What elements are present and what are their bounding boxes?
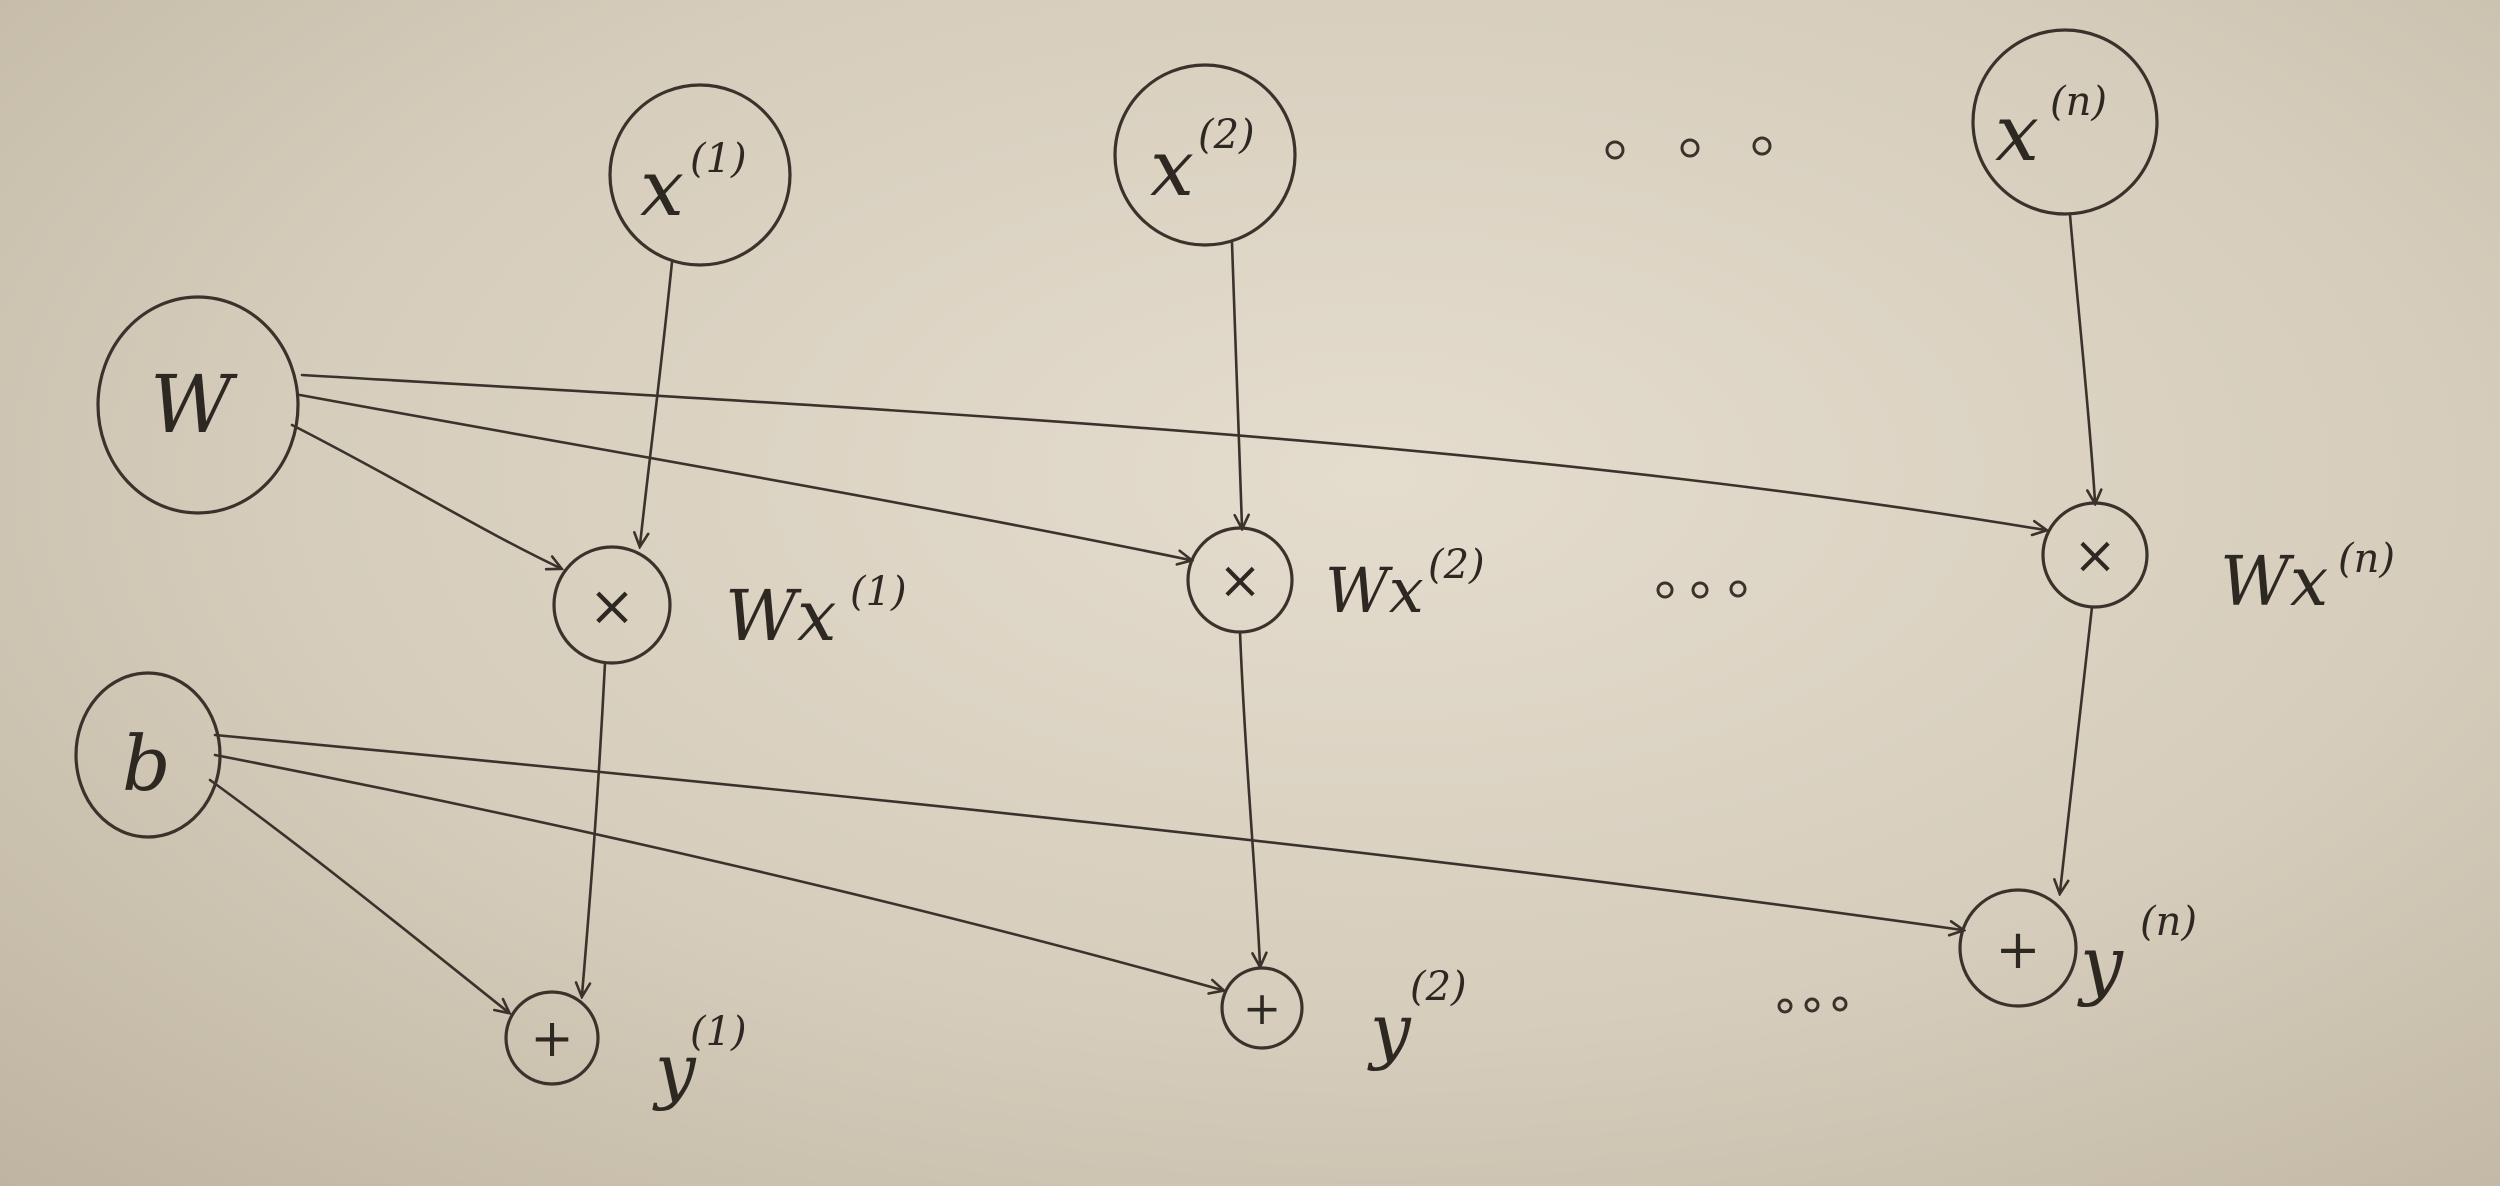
add-node-n: + <box>1958 888 2078 1008</box>
product-label-n: Wx (n) <box>2220 536 2395 622</box>
multiply-node-n: × <box>2041 501 2149 609</box>
output-label-n-index: (n) <box>2140 899 2197 945</box>
input-node-xn: x (n) <box>1971 28 2159 216</box>
bottom-ellipsis <box>1777 996 1848 1014</box>
add-node-1: + <box>504 990 600 1086</box>
input-node-x1-circle <box>608 83 792 267</box>
input-node-xn-circle <box>1971 28 2159 216</box>
edge-b-to-add-n <box>213 733 1962 930</box>
edge-b-to-add-1 <box>208 778 508 1012</box>
multiply-node-2-symbol: × <box>1218 551 1262 611</box>
edge-x2-to-multiply-2 <box>1230 241 1242 527</box>
edge-multiply-2-to-add-2 <box>1238 630 1260 965</box>
weight-node-circle <box>96 295 300 515</box>
multiply-node-1-circle <box>552 545 672 665</box>
edge-w-to-multiply-2 <box>298 393 1190 560</box>
add-node-2-symbol: + <box>1243 981 1282 1035</box>
input-node-xn-label: x <box>1995 89 2039 179</box>
output-label-2-base: y <box>1367 988 1412 1072</box>
output-label-1-index: (1) <box>690 1009 747 1055</box>
input-node-x1-label: x <box>640 144 684 234</box>
multiply-node-1-symbol: × <box>589 574 636 639</box>
add-node-n-circle <box>1958 888 2078 1008</box>
product-label-2: Wx (2) <box>1325 542 1485 627</box>
output-label-2-index: (2) <box>1410 964 1467 1010</box>
edge-xn-to-multiply-n <box>2068 213 2095 502</box>
edge-multiply-1-to-add-1 <box>582 661 607 995</box>
weight-node-label: W <box>150 358 238 451</box>
product-label-1-index: (1) <box>850 569 907 615</box>
add-node-2: + <box>1220 966 1304 1050</box>
input-node-x2-label: x <box>1150 124 1194 214</box>
input-node-x2-circle <box>1113 63 1297 247</box>
output-label-1: y (1) <box>652 1009 747 1112</box>
output-label-n-base: y <box>2077 919 2124 1008</box>
multiply-node-1: × <box>552 545 672 665</box>
product-label-2-index: (2) <box>1428 542 1485 588</box>
add-node-n-symbol: + <box>1995 918 2040 981</box>
output-label-n: y (n) <box>2077 899 2197 1008</box>
edge-b-to-add-2 <box>213 753 1222 990</box>
input-node-x1: x (1) <box>608 83 792 267</box>
product-label-1: Wx (1) <box>725 569 907 657</box>
multiply-node-n-symbol: × <box>2073 526 2117 586</box>
weight-node-w: W <box>96 295 300 515</box>
input-node-x2-index: (2) <box>1198 112 1255 158</box>
middle-ellipsis <box>1656 580 1747 599</box>
edge-w-to-multiply-n <box>300 373 2045 530</box>
input-node-xn-index: (n) <box>2050 79 2107 125</box>
product-label-2-base: Wx <box>1325 554 1424 627</box>
product-label-n-base: Wx <box>2220 543 2328 622</box>
bias-node-b: b <box>74 671 222 839</box>
edge-x1-to-multiply-1 <box>640 260 674 545</box>
multiply-node-2: × <box>1186 526 1294 634</box>
output-label-2: y (2) <box>1367 964 1467 1072</box>
product-label-1-base: Wx <box>725 575 836 657</box>
top-ellipsis <box>1605 136 1772 160</box>
add-node-1-circle <box>504 990 600 1086</box>
product-label-n-index: (n) <box>2338 536 2395 582</box>
input-node-x2: x (2) <box>1113 63 1297 247</box>
input-node-x1-index: (1) <box>690 136 747 182</box>
edge-w-to-multiply-1 <box>290 423 560 568</box>
bias-node-label: b <box>122 719 171 808</box>
output-label-1-base: y <box>652 1028 697 1112</box>
add-node-1-symbol: + <box>530 1009 574 1069</box>
edge-multiply-n-to-add-n <box>2060 605 2094 892</box>
